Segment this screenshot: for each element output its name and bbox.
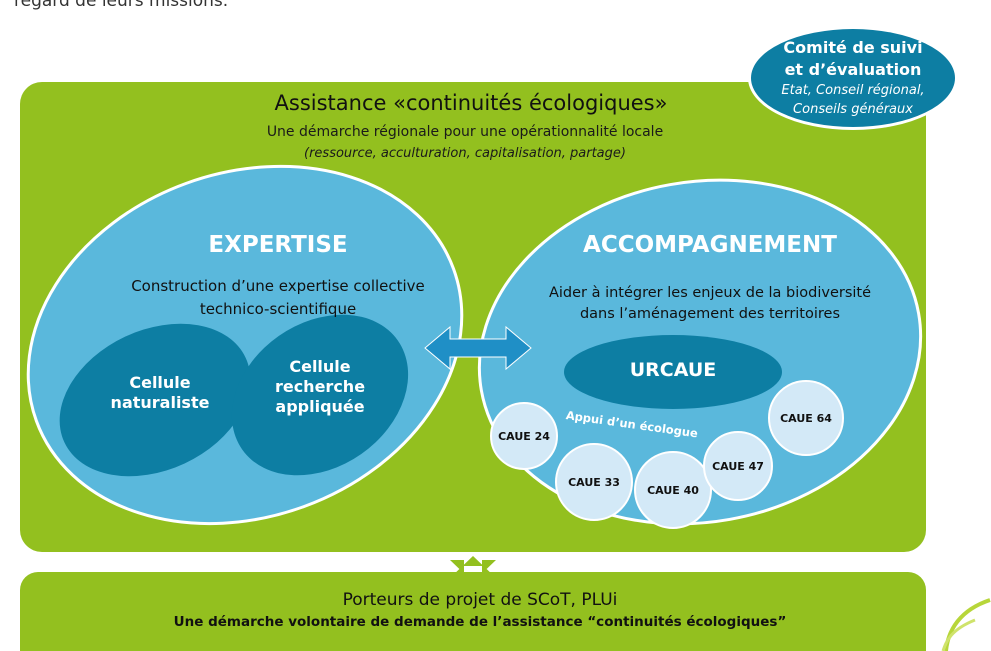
caue-33-label: CAUE 33 bbox=[568, 476, 620, 489]
bottom-panel bbox=[20, 572, 926, 651]
accompagnement-heading: ACCOMPAGNEMENT bbox=[583, 232, 837, 258]
caue-47-circle bbox=[703, 431, 773, 501]
horizontal-double-arrow-icon bbox=[424, 325, 532, 371]
caue-40-circle bbox=[634, 451, 712, 529]
cellule-recherche-line2: recherche bbox=[274, 377, 366, 396]
cellule-recherche-ellipse bbox=[231, 314, 409, 476]
committee-title-line2: et d’évaluation bbox=[784, 60, 922, 79]
committee-members-line1: Etat, Conseil régional, bbox=[781, 83, 925, 98]
vertical-double-arrow-icon bbox=[450, 560, 496, 582]
urcaue-label: URCAUE bbox=[629, 359, 717, 381]
expertise-heading: EXPERTISE bbox=[208, 232, 348, 258]
urcaue-ellipse bbox=[564, 335, 782, 409]
caue-40-label: CAUE 40 bbox=[647, 484, 699, 497]
main-subtitle: Une démarche régionale pour une opératio… bbox=[266, 124, 664, 140]
plant-decoration-icon bbox=[941, 618, 976, 651]
committee-title-line1: Comité de suivi bbox=[783, 38, 923, 57]
committee-bubble: Comité de suivi et d’évaluation Etat, Co… bbox=[748, 26, 958, 130]
bottom-subtitle: Une démarche volontaire de demande de l’… bbox=[173, 614, 787, 630]
caue-33-circle bbox=[555, 443, 633, 521]
main-subnote: (ressource, acculturation, capitalisatio… bbox=[304, 146, 626, 161]
caue-24-circle bbox=[490, 402, 558, 470]
bottom-title: Porteurs de projet de SCoT, PLUi bbox=[342, 590, 618, 610]
committee-members-line2: Conseils généraux bbox=[793, 102, 913, 117]
cellule-recherche-label: Cellule recherche appliquée bbox=[250, 357, 390, 417]
cellule-naturaliste-label: Cellule naturaliste bbox=[90, 373, 230, 413]
caue-64-label: CAUE 64 bbox=[780, 412, 832, 425]
expertise-desc-line1: Construction d’une expertise collective bbox=[131, 277, 425, 295]
cellule-recherche-line3: appliquée bbox=[275, 397, 365, 416]
accompagnement-desc-line2: dans l’aménagement des territoires bbox=[579, 306, 841, 322]
caue-64-circle bbox=[768, 380, 844, 456]
caue-47-label: CAUE 47 bbox=[712, 460, 764, 473]
expertise-desc-line2: technico-scientifique bbox=[199, 300, 357, 318]
cellule-naturaliste-ellipse bbox=[59, 323, 251, 477]
cellule-naturaliste-line1: Cellule bbox=[129, 373, 191, 392]
cellule-recherche-line1: Cellule bbox=[289, 357, 351, 376]
intro-text-fragment: regard de leurs missions. bbox=[14, 0, 229, 11]
accompagnement-desc-line1: Aider à intégrer les enjeux de la biodiv… bbox=[548, 285, 872, 301]
main-title: Assistance «continuités écologiques» bbox=[274, 91, 668, 115]
plant-decoration-icon bbox=[944, 598, 991, 651]
cellule-naturaliste-line2: naturaliste bbox=[110, 393, 210, 412]
caue-24-label: CAUE 24 bbox=[498, 430, 550, 443]
